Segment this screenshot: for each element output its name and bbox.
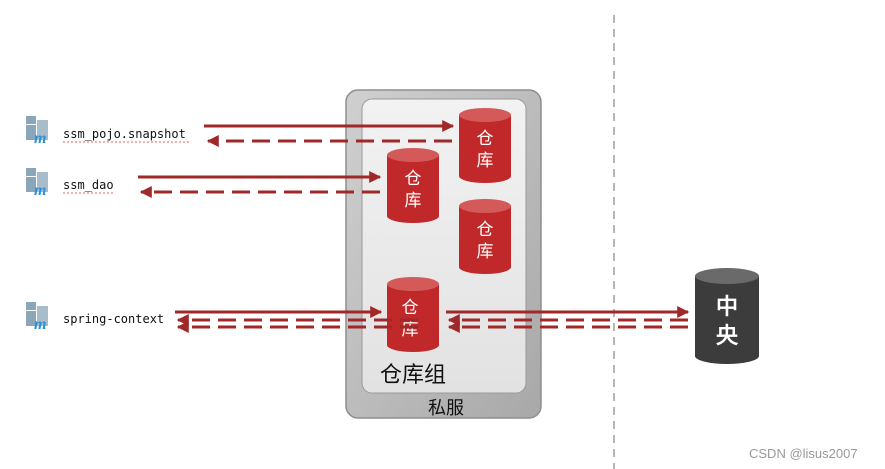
module-ssm-pojo-snapshot: m ssm_pojo.snapshot: [26, 116, 189, 147]
repo-label-bottom: 库: [477, 242, 494, 262]
repo-label-top: 仓: [477, 129, 494, 149]
module-spring-context: m spring-context: [26, 302, 164, 333]
svg-text:m: m: [34, 316, 46, 333]
repo-label-bottom: 库: [405, 191, 422, 211]
central-repository-cylinder: 中 央: [695, 268, 759, 364]
repo-label-top: 仓: [405, 169, 422, 189]
svg-text:m: m: [34, 130, 46, 147]
module-label: ssm_pojo.snapshot: [63, 127, 186, 141]
private-server-label: 私服: [428, 398, 464, 419]
repository-cylinder-3: 仓 库: [459, 199, 511, 274]
repo-label-bottom: 库: [402, 320, 419, 340]
module-label: spring-context: [63, 312, 164, 326]
repository-cylinder-4: 仓 库: [387, 277, 439, 352]
svg-text:m: m: [34, 182, 46, 199]
repo-label-top: 仓: [402, 298, 419, 318]
repo-label-bottom: 库: [477, 151, 494, 171]
maven-module-icon: m: [26, 302, 48, 333]
module-label: ssm_dao: [63, 178, 114, 192]
repository-cylinder-2: 仓 库: [387, 148, 439, 223]
central-label-top: 中: [716, 295, 738, 320]
repository-group-label: 仓库组: [380, 363, 446, 388]
module-ssm-dao: m ssm_dao: [26, 168, 114, 199]
repository-cylinder-1: 仓 库: [459, 108, 511, 183]
watermark: CSDN @lisus2007: [749, 446, 858, 461]
maven-module-icon: m: [26, 168, 48, 199]
central-label-bottom: 央: [716, 323, 739, 349]
repo-label-top: 仓: [477, 220, 494, 240]
maven-module-icon: m: [26, 116, 48, 147]
